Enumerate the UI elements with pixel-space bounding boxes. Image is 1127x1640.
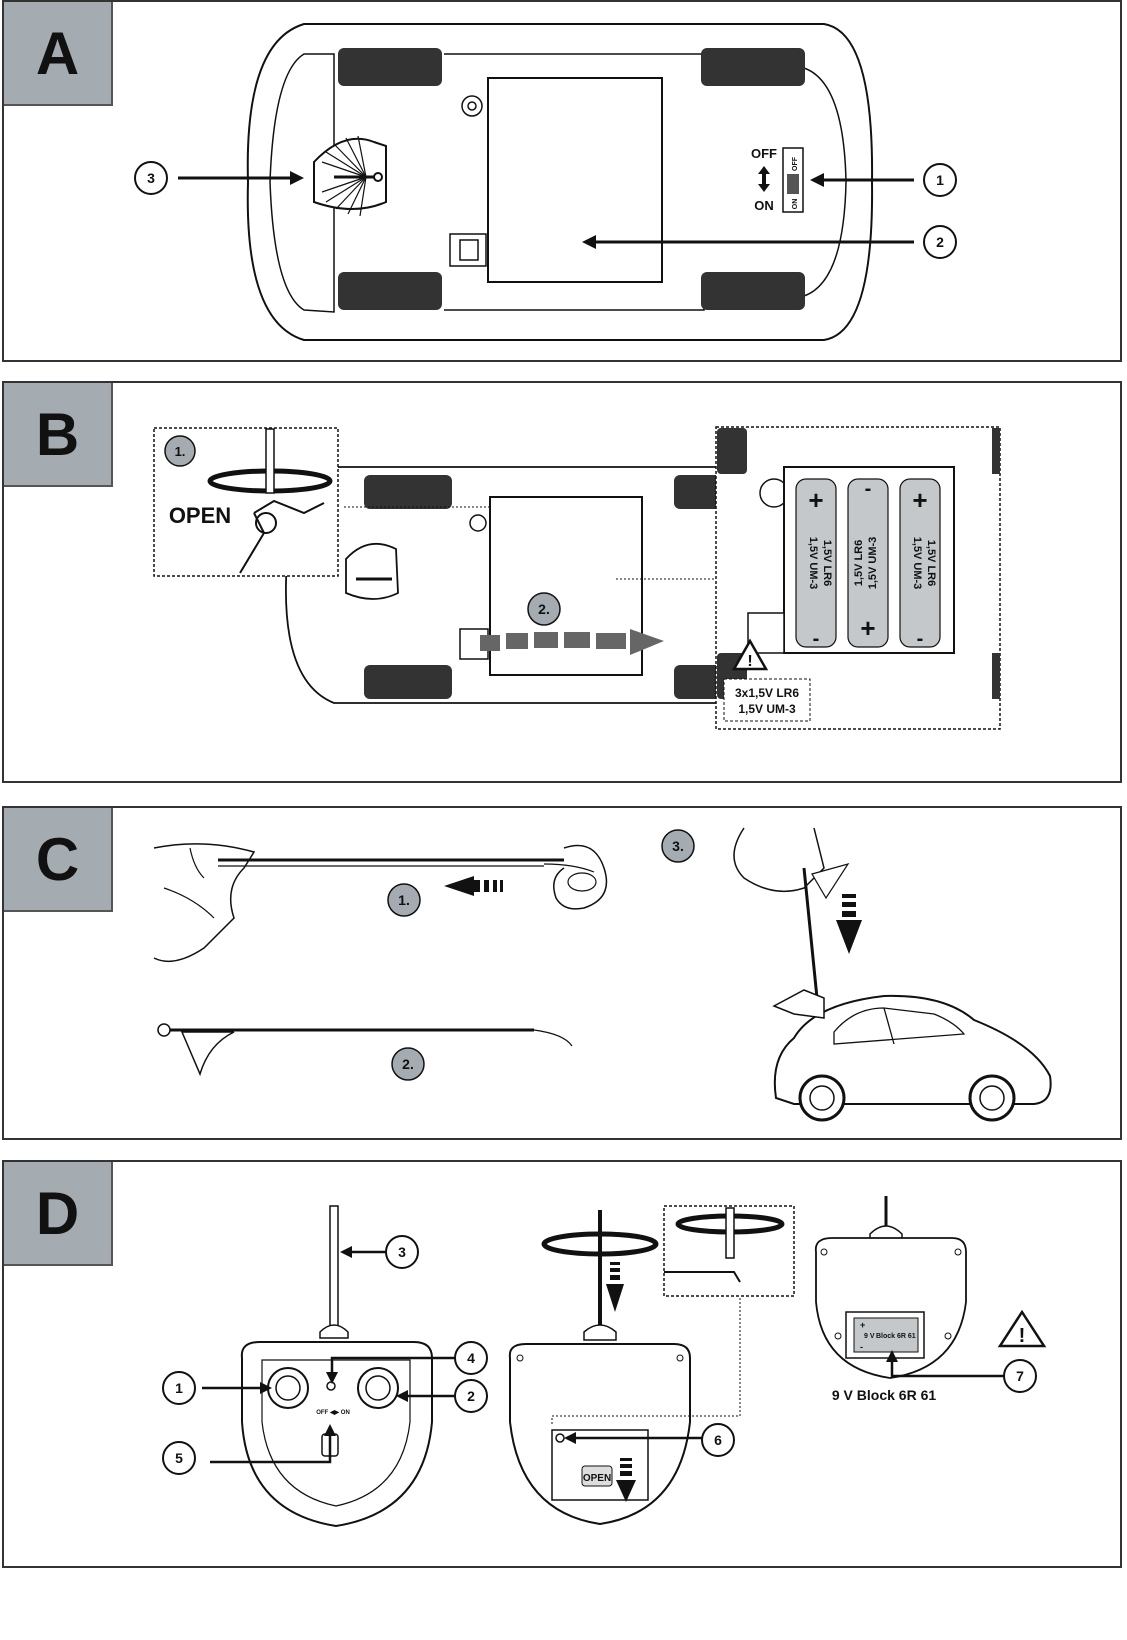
transmitter-antenna (329, 1205, 339, 1327)
svg-text:+: + (860, 1320, 865, 1330)
steering-trim-dial (345, 542, 399, 600)
right-stick (357, 1367, 399, 1409)
power-led (326, 1381, 336, 1391)
svg-text:-: - (865, 478, 872, 500)
panel-d: D OFF ◀▶ ON 1 2 3 4 5 (2, 1160, 1122, 1568)
cover-screw (461, 95, 483, 117)
wheel (364, 475, 452, 509)
callout-2: 2 (467, 1388, 475, 1404)
panel-letter: D (4, 1162, 113, 1266)
open-label: OPEN (169, 503, 231, 528)
car-body-outline (246, 23, 874, 341)
svg-text:!: ! (1019, 1325, 1026, 1347)
antenna-flag (180, 1031, 235, 1077)
switch-on-label: ON (754, 198, 774, 213)
svg-text:9 V: 9 V (864, 1333, 875, 1340)
push-down-arrow-icon (836, 894, 862, 954)
callout-3: 3 (398, 1244, 406, 1260)
step-2-label: 2. (538, 601, 550, 617)
wheel (338, 272, 442, 310)
wheel (701, 48, 805, 86)
battery-aa: + - 1,5V LR6 1,5V UM-3 (795, 478, 837, 650)
svg-text:1,5V LR6: 1,5V LR6 (853, 540, 865, 586)
battery-type-label (723, 678, 811, 722)
callout-3: 3 (147, 170, 155, 186)
svg-text:Block 6R 61: Block 6R 61 (876, 1333, 916, 1340)
hand-top (733, 827, 825, 893)
svg-text:+: + (808, 485, 823, 515)
wheel (701, 272, 805, 310)
warning-icon (997, 1309, 1047, 1348)
battery-cover (487, 77, 663, 283)
svg-text:1,5V LR6: 1,5V LR6 (821, 540, 833, 586)
warning-icon (731, 638, 769, 671)
car-inner-outline (269, 53, 335, 313)
open-label: OPEN (583, 1473, 611, 1484)
svg-text:1,5V UM-3: 1,5V UM-3 (867, 537, 879, 590)
wheel (338, 48, 442, 86)
switch-small-off: OFF (792, 156, 799, 171)
left-stick (267, 1367, 309, 1409)
switch-small-on: ON (792, 199, 799, 210)
svg-text:+: + (912, 485, 927, 515)
step-3-label: 3. (672, 838, 684, 854)
svg-text:!: ! (747, 653, 752, 670)
svg-text:-: - (917, 628, 924, 650)
hand-right (553, 844, 608, 910)
svg-text:+: + (860, 613, 875, 643)
step-1-label: 1. (175, 444, 186, 459)
switch-off-label: OFF (751, 146, 777, 161)
panel-a: A OFF ON OFF ON (2, 0, 1122, 362)
panel-b: B 2. 1. OPEN (2, 381, 1122, 783)
switch-label: OFF ◀▶ ON (316, 1409, 350, 1416)
callout-1: 1 (175, 1380, 183, 1396)
warning-line-1: 3x1,5V LR6 (735, 686, 799, 700)
callout-2: 2 (936, 234, 944, 250)
car-underside-illustration: OFF ON OFF ON 1 2 3 (134, 23, 957, 341)
svg-text:1,5V UM-3: 1,5V UM-3 (911, 537, 923, 590)
step-1-label: 1. (398, 892, 410, 908)
battery-door (551, 1429, 649, 1501)
transmitter-illustration: OFF ◀▶ ON 1 2 3 4 5 OPEN (162, 1196, 1047, 1528)
battery-9v (853, 1317, 919, 1353)
panel-letter: B (4, 383, 113, 487)
car-wheel (798, 1074, 846, 1122)
panel-letter: C (4, 808, 113, 912)
panel-c: C 1. 2. 3. (2, 806, 1122, 1140)
battery-insert-illustration: 2. 1. OPEN + - 1,5V LR6 1,5V UM-3 - (153, 426, 1001, 730)
pull-arrow-icon (444, 876, 503, 896)
callout-5: 5 (175, 1450, 183, 1466)
svg-text:-: - (860, 1342, 863, 1352)
slide-open-arrow (480, 629, 664, 655)
battery-aa: - + 1,5V LR6 1,5V UM-3 (847, 478, 889, 648)
warning-line-2: 1,5V UM-3 (738, 702, 796, 716)
wheel (364, 665, 452, 699)
callout-4: 4 (467, 1350, 475, 1366)
hand-left (153, 843, 256, 963)
down-arrow-icon (616, 1458, 636, 1502)
svg-text:1,5V UM-3: 1,5V UM-3 (807, 537, 819, 590)
up-down-arrow-icon (758, 166, 770, 192)
callout-6: 6 (714, 1432, 722, 1448)
panel-letter: A (4, 2, 113, 106)
battery-caption: 9 V Block 6R 61 (832, 1387, 936, 1403)
callout-1: 1 (936, 172, 944, 188)
svg-text:1,5V LR6: 1,5V LR6 (925, 540, 937, 586)
svg-text:-: - (813, 628, 820, 650)
callout-7: 7 (1016, 1368, 1024, 1384)
car-wheel (968, 1074, 1016, 1122)
step-2-label: 2. (402, 1056, 414, 1072)
battery-aa: + - 1,5V LR6 1,5V UM-3 (899, 478, 941, 650)
down-arrow-icon (606, 1262, 624, 1312)
antenna-illustration: 1. 2. 3. (153, 827, 1052, 1122)
